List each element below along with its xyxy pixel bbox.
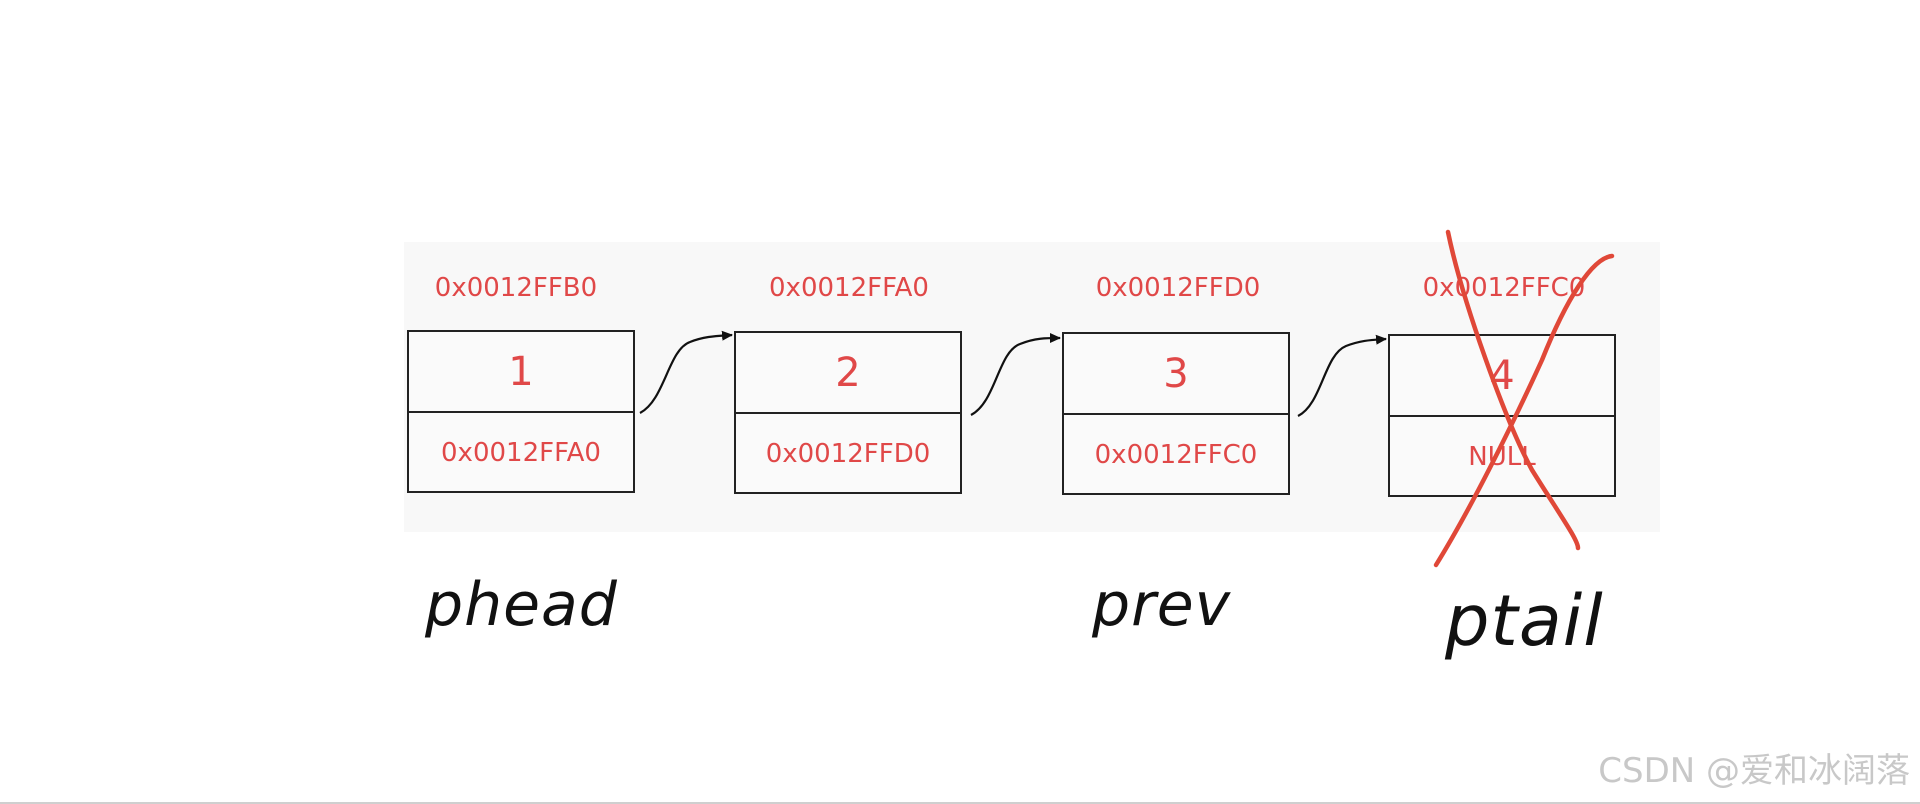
pointer-ptail: ptail — [1445, 580, 1604, 662]
cross-out-mark — [1433, 229, 1615, 568]
list-node-2: 2 0x0012FFD0 — [734, 331, 962, 494]
bottom-divider — [0, 802, 1920, 804]
list-node-4: 4 NULL — [1388, 334, 1616, 497]
node-3-next: 0x0012FFC0 — [1094, 440, 1258, 470]
node-2-address: 0x0012FFA0 — [769, 273, 929, 303]
node-3-value: 3 — [1064, 334, 1288, 415]
node-3-address: 0x0012FFD0 — [1095, 273, 1261, 303]
node-2-value: 2 — [736, 333, 960, 414]
node-1-value: 1 — [409, 332, 633, 413]
node-1-next: 0x0012FFA0 — [441, 438, 601, 468]
pointer-prev: prev — [1092, 570, 1232, 640]
pointer-phead: phead — [425, 570, 618, 640]
arrow-3-to-4 — [1297, 334, 1387, 417]
node-2-next: 0x0012FFD0 — [765, 439, 931, 469]
arrow-2-to-3 — [970, 333, 1061, 416]
node-4-address: 0x0012FFC0 — [1422, 273, 1586, 303]
list-node-3: 3 0x0012FFC0 — [1062, 332, 1290, 495]
arrow-1-to-2 — [639, 330, 733, 414]
node-1-address: 0x0012FFB0 — [434, 273, 598, 303]
list-node-1: 1 0x0012FFA0 — [407, 330, 635, 493]
watermark: CSDN @爱和冰阔落 — [1598, 751, 1910, 791]
